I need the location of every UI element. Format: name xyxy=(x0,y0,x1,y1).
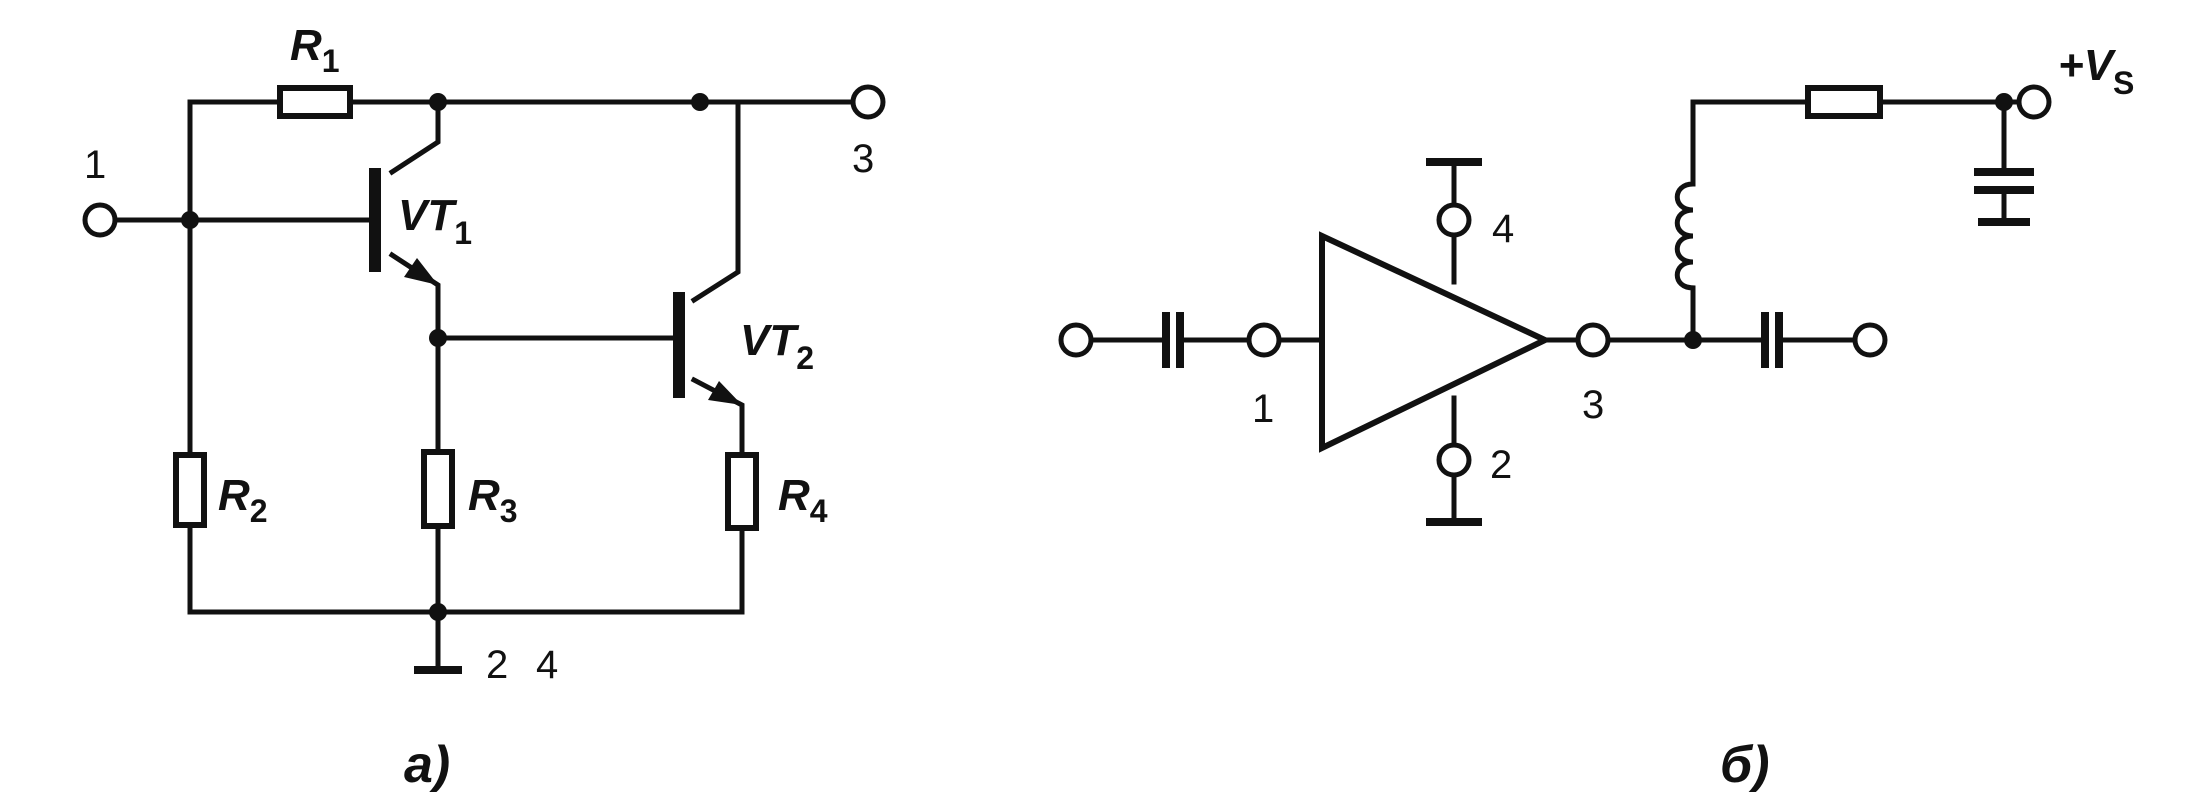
resistor-r3 xyxy=(421,449,455,529)
junction-dot xyxy=(181,211,199,229)
resistor-supply xyxy=(1805,85,1883,119)
label-vt2: VT2 xyxy=(740,316,814,376)
terminal-output-a xyxy=(850,84,886,120)
terminal-pin-2-b xyxy=(1436,442,1472,478)
label-terminal-2-a: 2 xyxy=(486,643,508,687)
caption-b: б) xyxy=(1720,736,1770,792)
terminal-in-left xyxy=(1058,322,1094,358)
junction-dot xyxy=(1995,93,2013,111)
label-r3: R3 xyxy=(468,471,518,529)
label-terminal-1-b: 1 xyxy=(1252,387,1274,431)
label-terminal-3-a: 3 xyxy=(852,137,874,181)
junction-dot xyxy=(429,329,447,347)
diagram-a-schematic: R1 R2 R3 R4 VT1 VT2 1 3 2 4 а) xyxy=(82,21,886,792)
label-vt1: VT1 xyxy=(398,191,472,251)
vt1-emitter-arrow-icon xyxy=(404,258,438,285)
resistor-r1 xyxy=(277,85,353,119)
label-r1: R1 xyxy=(290,21,340,79)
terminal-supply xyxy=(2016,84,2052,120)
label-supply: +VS xyxy=(2058,41,2134,101)
junction-dot xyxy=(1684,331,1702,349)
label-terminal-4-b: 4 xyxy=(1492,207,1514,251)
label-terminal-2-b: 2 xyxy=(1490,443,1512,487)
label-terminal-3-b: 3 xyxy=(1582,383,1604,427)
junction-dot xyxy=(691,93,709,111)
caption-a: а) xyxy=(404,736,450,792)
resistor-r2 xyxy=(173,452,207,528)
terminal-pin-4-b xyxy=(1436,202,1472,238)
junction-dot xyxy=(429,93,447,111)
terminal-input-a xyxy=(82,202,118,238)
resistor-r4 xyxy=(725,452,759,531)
vt2-emitter-arrow-icon xyxy=(708,381,742,405)
label-terminal-1-a: 1 xyxy=(84,143,106,187)
label-r4: R4 xyxy=(778,471,828,529)
label-terminal-4-a: 4 xyxy=(536,643,558,687)
terminal-input-b xyxy=(1246,322,1282,358)
amplifier-triangle xyxy=(1319,231,1552,453)
label-r2: R2 xyxy=(218,471,268,529)
terminal-output-b xyxy=(1575,322,1611,358)
junction-dot xyxy=(429,603,447,621)
terminal-out-right xyxy=(1852,322,1888,358)
diagram-b-schematic: 1 3 4 2 +VS б) xyxy=(1058,41,2134,792)
